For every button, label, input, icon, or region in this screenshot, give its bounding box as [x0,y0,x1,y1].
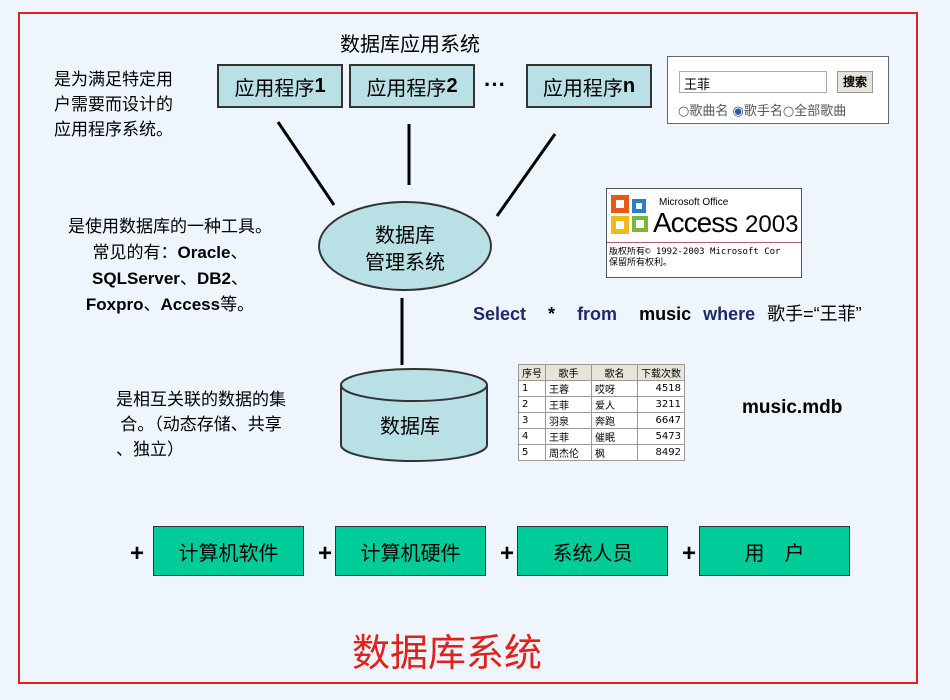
plus-sign: + [130,540,145,567]
plus-sign: + [500,540,515,567]
file-name: music.mdb [742,397,843,418]
search-button[interactable]: 搜索 [837,71,873,93]
component-hardware: 计算机硬件 [335,526,486,576]
db-label: 数据库 [380,414,440,438]
table-header: 序号歌手歌名下载次数 [518,364,685,381]
line-app1 [276,121,336,206]
app-description: 是为满足特定用户需要而设计的应用程序系统。 [54,68,173,143]
plus-sign: + [682,540,697,567]
component-software: 计算机软件 [153,526,304,576]
component-users: 用 户 [699,526,850,576]
desc-line: 户需要而设计的 [54,95,173,115]
dbms-ellipse [318,201,492,291]
page-title: 数据库应用系统 [340,32,480,56]
db-description: 是相互关联的数据的集合。（动态存储、共享、独立） [116,390,286,460]
ellipsis: ··· [484,72,506,97]
desc-line: 是为满足特定用 [54,70,173,90]
office-logo-icon [611,195,651,237]
footer-title: 数据库系统 [352,631,543,675]
db-cylinder [340,385,488,462]
desc-line: 应用程序系统。 [54,120,173,140]
product-text: Access 2003 [653,207,799,238]
plus-sign: + [318,540,333,567]
search-options: ○歌曲名 ◉歌手名○全部歌曲 [678,100,846,119]
access-logo: Microsoft Office Access 2003 版权所有© 1992-… [606,188,802,278]
component-staff: 系统人员 [517,526,668,576]
radio-all[interactable]: ○全部歌曲 [782,104,847,119]
radio-singer[interactable]: ◉歌手名 [732,104,783,119]
search-widget: 王菲 搜索 ○歌曲名 ◉歌手名○全部歌曲 [667,56,889,124]
brand-text: Microsoft Office [659,197,729,208]
radio-song[interactable]: ○歌曲名 [678,104,729,119]
search-input[interactable]: 王菲 [679,71,827,93]
dbms-description: 是使用数据库的一种工具。 常见的有：Oracle、 SQLServer、DB2、… [68,217,272,315]
line-appn [495,133,557,217]
dbms-label: 数据库管理系统 [365,223,445,274]
slide-frame [18,12,918,684]
db-cylinder-top [340,368,488,402]
